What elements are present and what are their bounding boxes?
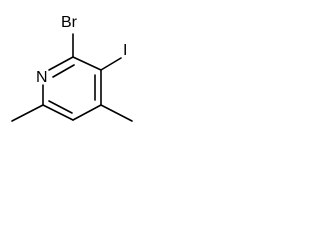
ring-bonds bbox=[42, 56, 102, 121]
bond-c5-c6-double bbox=[48, 100, 73, 114]
bond-n-c2 bbox=[48, 56, 74, 71]
bond-c4-c5 bbox=[72, 104, 102, 121]
chemical-structure: Br I N bbox=[11, 14, 133, 122]
substituent-bonds bbox=[11, 33, 133, 122]
atom-nitrogen-label: N bbox=[36, 69, 48, 86]
bond-n-c2-double bbox=[52, 64, 75, 78]
bond-c3-i bbox=[100, 57, 122, 71]
atom-labels: Br I N bbox=[36, 14, 127, 86]
bond-c2-c3 bbox=[72, 56, 102, 71]
bond-c5-c6 bbox=[42, 104, 74, 121]
bond-c4-methyl bbox=[100, 104, 133, 122]
atom-iodine-label: I bbox=[123, 42, 127, 59]
bond-c6-methyl bbox=[11, 104, 44, 122]
atom-bromine-label: Br bbox=[61, 14, 78, 31]
